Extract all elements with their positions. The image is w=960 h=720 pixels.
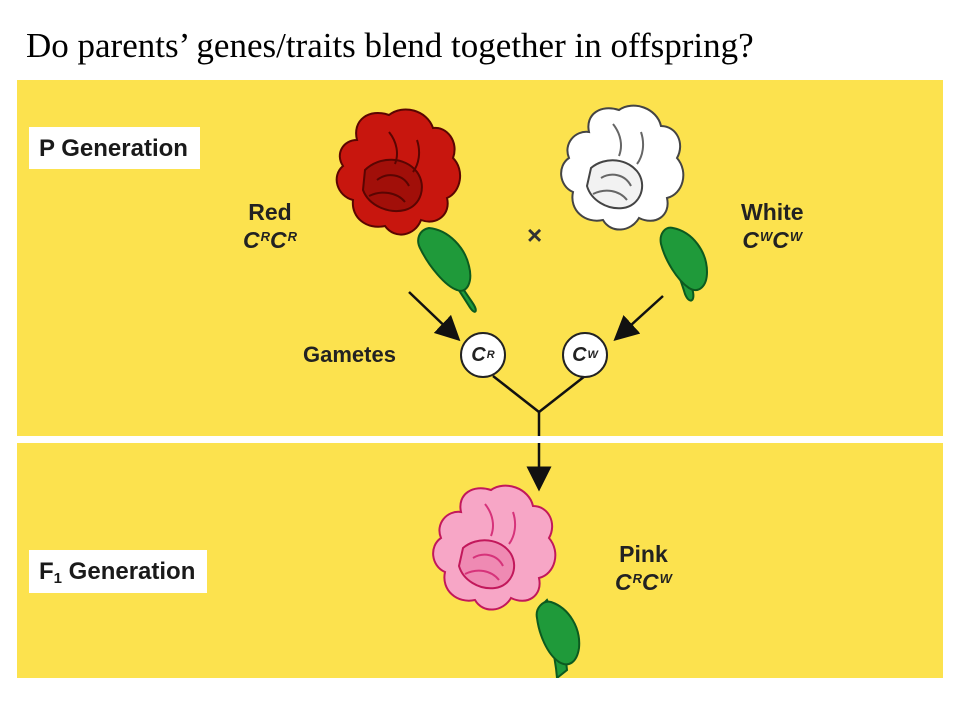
pink-phenotype: Pink [619,541,668,567]
gametes-label: Gametes [303,342,396,367]
arrow-red-to-gamete [408,291,461,342]
diagram-panel: P Generation Red CRCR × White CWCW Gamet… [17,80,943,678]
white-phenotype: White [741,199,804,225]
white-genotype: CWCW [742,227,803,253]
red-flower [335,108,477,313]
slide-title: Do parents’ genes/traits blend together … [26,26,754,65]
p-generation-label: P Generation [29,127,200,169]
f1-generation-label: F1 Generation [29,550,208,593]
white-phenotype-block: White CWCW [741,200,804,253]
red-genotype: CRCR [243,227,298,253]
gamete-join-lines [492,375,586,414]
diagram-artwork [335,104,709,678]
pink-flower [432,484,581,678]
p-generation-label-text: P Generation [39,135,188,162]
generation-divider [17,436,943,443]
red-phenotype-block: Red CRCR [243,200,297,253]
red-phenotype: Red [248,199,292,225]
arrow-white-to-gamete [613,295,664,342]
white-flower [560,104,709,302]
pink-phenotype-block: Pink CRCW [615,542,672,595]
pink-genotype: CRCW [615,569,672,595]
cross-symbol: × [527,220,543,250]
